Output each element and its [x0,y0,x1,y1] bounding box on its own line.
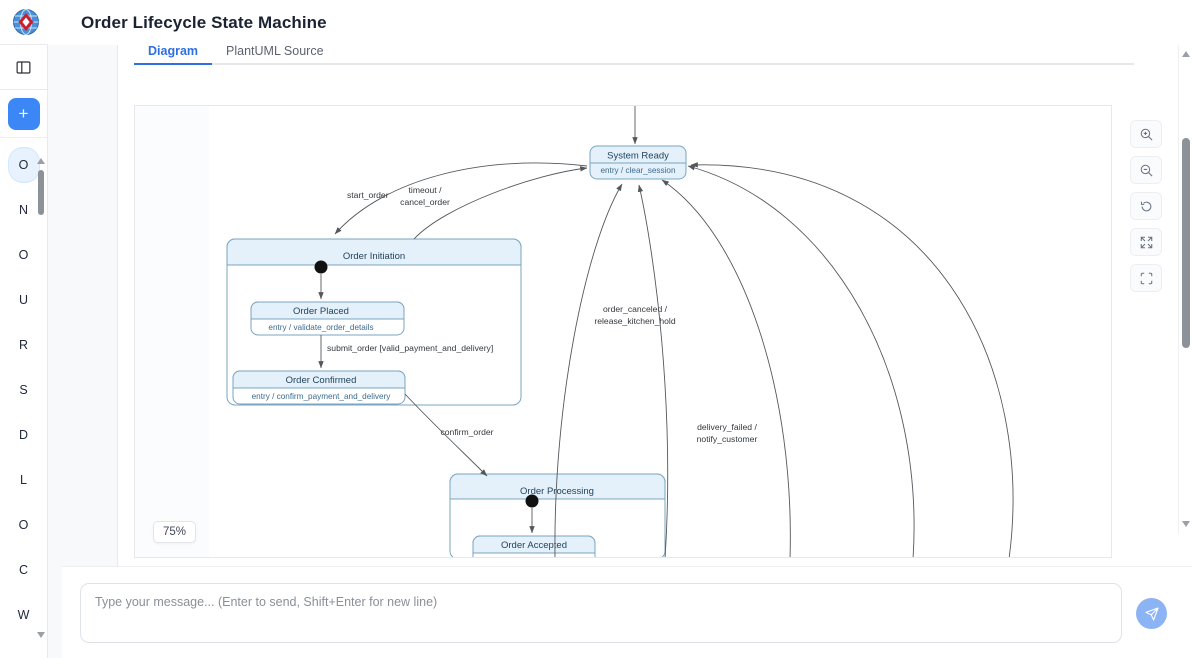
edge-label-confirm-order: confirm_order [440,427,493,437]
main-content: Diagram PlantUML Source System Ready [118,45,1192,658]
svg-text:entry / acknowledge_order: entry / acknowledge_order [486,557,583,558]
rail-item-5[interactable]: S [19,383,28,397]
diagram-tabs: Diagram PlantUML Source [134,45,1134,65]
svg-text:Order Accepted: Order Accepted [501,540,567,551]
edge-label-start-order: start_order [347,190,389,200]
panel-toggle-icon[interactable] [0,45,47,90]
new-chat-button[interactable]: + [7,97,40,130]
rail-scroll-thumb[interactable] [37,170,44,215]
diagram-toolbar [1130,120,1162,292]
rail-item-8[interactable]: O [18,518,29,532]
edge-label-submit-order: submit_order [valid_payment_and_delivery… [327,343,493,353]
svg-text:Order Confirmed: Order Confirmed [286,375,357,386]
new-chat-row: + [0,90,47,138]
state-system-ready: System Ready entry / clear_session [589,145,687,180]
page-scroll-thumb[interactable] [1182,138,1190,348]
chat-message-input[interactable] [80,583,1122,643]
state-order-initiation: Order Initiation Order Placed entry / va… [226,238,522,406]
tab-plantuml-source[interactable]: PlantUML Source [212,45,338,63]
rail-item-7[interactable]: L [20,473,27,487]
conversation-rail-list: O N O U R S D L O C W [0,138,47,657]
rail-item-4[interactable]: R [18,338,29,352]
send-paper-plane-icon [1144,606,1159,621]
edge-label-release-kitchen-hold: release_kitchen_hold [594,316,675,326]
rail-item-3[interactable]: U [18,293,29,307]
edge-label-timeout: timeout / [409,185,443,195]
expand-icon[interactable] [1130,228,1162,256]
svg-text:Order Processing: Order Processing [520,486,594,497]
page-scroll-up-arrow-icon[interactable] [1182,51,1190,57]
svg-text:entry / confirm_payment_and_de: entry / confirm_payment_and_delivery [252,392,392,401]
page-scroll-down-arrow-icon[interactable] [1182,521,1190,527]
rail-item-10[interactable]: W [17,608,30,622]
chat-input-bar [62,566,1192,658]
edge-label-notify-customer: notify_customer [697,434,758,444]
rail-scrollbar[interactable] [37,158,45,638]
rail-item-9[interactable]: C [18,563,29,577]
svg-text:entry / clear_session: entry / clear_session [600,166,676,175]
svg-text:Order Initiation: Order Initiation [343,251,405,262]
rail-item-1[interactable]: N [18,203,29,217]
edge-label-cancel-order: cancel_order [400,197,450,207]
send-message-button[interactable] [1136,598,1167,629]
rail-item-2[interactable]: O [18,248,29,262]
zoom-level-badge: 75% [153,521,197,543]
svg-text:System Ready: System Ready [607,151,669,162]
reset-icon[interactable] [1130,192,1162,220]
rail-item-0[interactable]: O [8,148,39,182]
edge-label-order-canceled: order_canceled / [603,304,668,314]
edge-label-delivery-failed: delivery_failed / [697,422,757,432]
scroll-down-arrow-icon[interactable] [37,632,45,638]
fit-screen-icon[interactable] [1130,264,1162,292]
rail-item-6[interactable]: D [18,428,29,442]
diagram-viewport[interactable]: System Ready entry / clear_session Order… [134,105,1112,558]
zoom-in-icon[interactable] [1130,120,1162,148]
page-title: Order Lifecycle State Machine [81,12,327,32]
conversation-panel [48,45,118,658]
tab-diagram[interactable]: Diagram [134,45,213,65]
zoom-out-icon[interactable] [1130,156,1162,184]
content-header: Order Lifecycle State Machine [48,0,1192,45]
svg-text:Order Placed: Order Placed [293,306,349,317]
visual-paradigm-logo-icon [12,8,40,36]
scroll-up-arrow-icon[interactable] [37,158,45,164]
svg-text:entry / validate_order_details: entry / validate_order_details [268,323,373,332]
state-order-processing: Order Processing Order Accepted entry / … [449,473,666,558]
left-rail: + O N O U R S D L O C W [0,45,48,658]
state-machine-diagram: System Ready entry / clear_session Order… [226,106,1014,558]
page-scrollbar[interactable] [1178,45,1192,533]
